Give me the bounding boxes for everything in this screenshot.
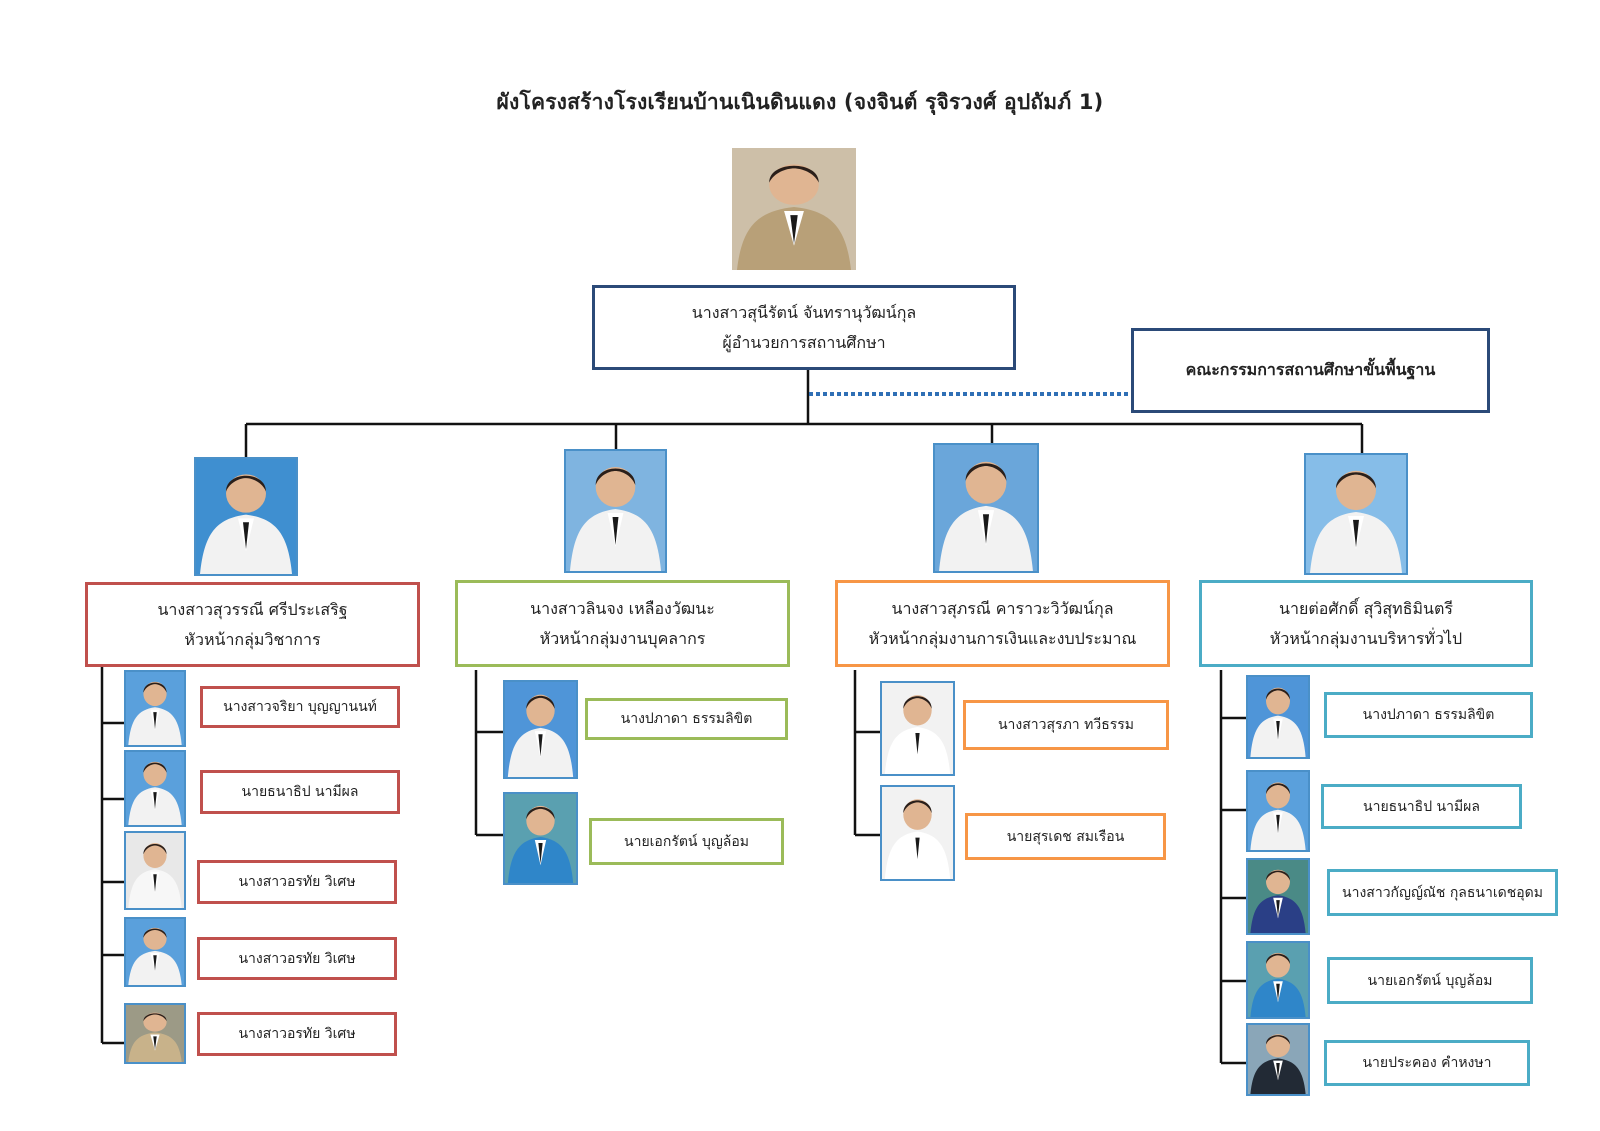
budget-member-2: นายสุรเดช สมเรือน [965, 813, 1166, 860]
member-photo [124, 831, 186, 910]
academic-head-photo [194, 457, 298, 576]
general-member-4: นายเอกรัตน์ บุญล้อม [1327, 957, 1533, 1004]
committee-label: คณะกรรมการสถานศึกษาขั้นพื้นฐาน [1185, 360, 1436, 379]
personnel-head-box: นางสาวลินจง เหลืองวัฒนะ หัวหน้ากลุ่มงานบ… [455, 580, 790, 667]
member-photo [124, 917, 186, 987]
personnel-head-name: นางสาวลินจง เหลืองวัฒนะ [530, 598, 715, 618]
member-photo [1246, 675, 1310, 759]
member-photo [1246, 770, 1310, 852]
chart-title: ผังโครงสร้างโรงเรียนบ้านเนินดินแดง (จงจิ… [496, 90, 1104, 114]
budget-head-box: นางสาวสุภรณี คาราวะวิวัฒน์กุล หัวหน้ากลุ… [835, 580, 1170, 667]
member-photo [1246, 858, 1310, 935]
general-member-1: นางปภาดา ธรรมลิขิต [1324, 692, 1533, 738]
academic-member-3: นางสาวอรทัย วิเศษ [197, 860, 397, 904]
budget-member-1: นางสาวสุรภา ทวีธรรม [963, 700, 1169, 750]
director-role: ผู้อำนวยการสถานศึกษา [722, 332, 886, 352]
academic-head-name: นางสาวสุวรรณี ศรีประเสริฐ [157, 599, 348, 619]
member-photo [124, 670, 186, 747]
director-photo [732, 148, 856, 270]
member-photo [503, 792, 578, 885]
academic-member-4: นางสาวอรทัย วิเศษ [197, 937, 397, 980]
member-photo [880, 681, 955, 776]
general-head-photo [1304, 453, 1408, 575]
general-head-box: นายต่อศักดิ์ สุวิสุทธิมินตรี หัวหน้ากลุ่… [1199, 580, 1533, 667]
member-photo [124, 1003, 186, 1064]
general-member-3: นางสาวกัญญ์ณัช กุลธนาเดชอุดม [1327, 869, 1558, 916]
personnel-member-1: นางปภาดา ธรรมลิขิต [585, 698, 788, 740]
academic-member-1: นางสาวจริยา บุญญานนท์ [200, 686, 400, 728]
budget-head-name: นางสาวสุภรณี คาราวะวิวัฒน์กุล [891, 598, 1114, 618]
academic-head-box: นางสาวสุวรรณี ศรีประเสริฐ หัวหน้ากลุ่มวิ… [85, 582, 420, 667]
member-photo [880, 785, 955, 881]
director-box: นางสาวสุนีรัตน์ จันทรานุวัฒน์กุล ผู้อำนว… [592, 285, 1016, 370]
budget-head-role: หัวหน้ากลุ่มงานการเงินและงบประมาณ [868, 628, 1137, 648]
general-member-2: นายธนาธิป นามีผล [1321, 784, 1522, 829]
academic-member-5: นางสาวอรทัย วิเศษ [197, 1012, 397, 1056]
committee-box: คณะกรรมการสถานศึกษาขั้นพื้นฐาน [1131, 328, 1490, 413]
member-photo [503, 680, 578, 779]
member-photo [124, 750, 186, 827]
personnel-member-2: นายเอกรัตน์ บุญล้อม [589, 818, 784, 865]
academic-head-role: หัวหน้ากลุ่มวิชาการ [184, 629, 321, 649]
director-name: นางสาวสุนีรัตน์ จันทรานุวัฒน์กุล [691, 302, 917, 322]
member-photo [1246, 941, 1310, 1019]
general-member-5: นายประคอง คำหงษา [1324, 1040, 1530, 1086]
personnel-head-role: หัวหน้ากลุ่มงานบุคลากร [539, 628, 706, 648]
member-photo [1246, 1023, 1310, 1096]
academic-member-2: นายธนาธิป นามีผล [200, 770, 400, 814]
general-head-name: นายต่อศักดิ์ สุวิสุทธิมินตรี [1279, 598, 1453, 618]
personnel-head-photo [564, 449, 667, 573]
budget-head-photo [933, 443, 1039, 573]
general-head-role: หัวหน้ากลุ่มงานบริหารทั่วไป [1269, 628, 1463, 648]
